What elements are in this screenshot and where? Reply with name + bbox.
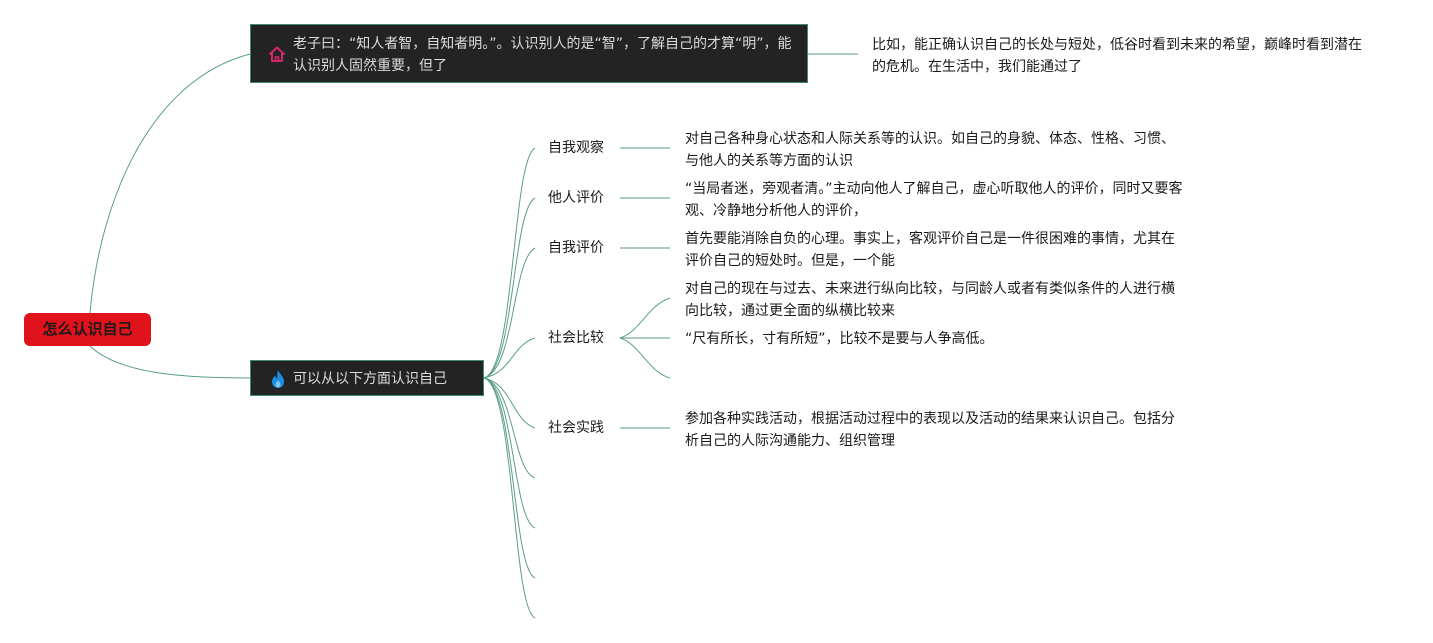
subtopic-social-comparison[interactable]: 社会比较 xyxy=(548,330,604,346)
branch-ways-to-know-self-text: 可以从以下方面认识自己 xyxy=(293,371,447,387)
subtopic-self-observation[interactable]: 自我观察 xyxy=(548,140,604,156)
social-practice-detail: 参加各种实践活动，根据活动过程中的表现以及活动的结果来认识自己。包括分析自己的人… xyxy=(685,411,1175,449)
connector-aspects-to-empty-1 xyxy=(483,377,536,479)
social-comparison-detail-2: “尺有所长，寸有所短”，比较不是要与人争高低。 xyxy=(685,331,994,347)
subtopic-others-evaluation[interactable]: 他人评价 xyxy=(548,190,604,206)
connector-aspects-to-self-review xyxy=(483,247,536,379)
flame-icon xyxy=(267,368,289,390)
connector-comparison-to-detail-3 xyxy=(619,337,671,379)
subtopic-self-evaluation[interactable]: 自我评价 xyxy=(548,240,604,256)
connector-comparison-to-detail-1 xyxy=(619,297,671,339)
subtopic-social-practice[interactable]: 社会实践 xyxy=(548,420,604,436)
branch-ways-to-know-self[interactable]: 可以从以下方面认识自己 xyxy=(250,360,484,396)
branch-laozi-quote[interactable]: 老子曰：“知人者智，自知者明。”。认识别人的是“智”，了解自己的才算“明”，能认… xyxy=(250,24,808,83)
social-comparison-detail-1: 对自己的现在与过去、未来进行纵向比较，与同龄人或者有类似条件的人进行横向比较，通… xyxy=(685,281,1175,319)
house-icon xyxy=(267,44,287,64)
connector-aspects-to-empty-2 xyxy=(483,377,536,529)
connector-aspects-to-empty-3 xyxy=(483,377,536,579)
root-topic[interactable]: 怎么认识自己 xyxy=(24,313,151,346)
branch-laozi-quote-text: 老子曰：“知人者智，自知者明。”。认识别人的是“智”，了解自己的才算“明”，能认… xyxy=(293,36,792,74)
connector-aspects-to-empty-4 xyxy=(483,377,536,619)
connector-root-to-quote xyxy=(89,53,251,314)
connector-root-to-aspects xyxy=(89,345,251,379)
connector-aspects-to-comparison xyxy=(483,337,536,379)
self-evaluation-detail: 首先要能消除自负的心理。事实上，客观评价自己是一件很困难的事情，尤其在评价自己的… xyxy=(685,231,1175,269)
self-observation-detail: 对自己各种身心状态和人际关系等的认识。如自己的身貌、体态、性格、习惯、与他人的关… xyxy=(685,131,1175,169)
connector-aspects-to-others-review xyxy=(483,197,536,379)
others-evaluation-detail: “当局者迷，旁观者清。”主动向他人了解自己，虚心听取他人的评价，同时又要客观、冷… xyxy=(685,181,1183,219)
quote-detail-text: 比如，能正确认识自己的长处与短处，低谷时看到未来的希望，巅峰时看到潜在的危机。在… xyxy=(872,37,1362,75)
connector-aspects-to-practice xyxy=(483,377,536,429)
connector-aspects-to-observation xyxy=(483,147,536,379)
root-topic-label: 怎么认识自己 xyxy=(42,320,133,338)
